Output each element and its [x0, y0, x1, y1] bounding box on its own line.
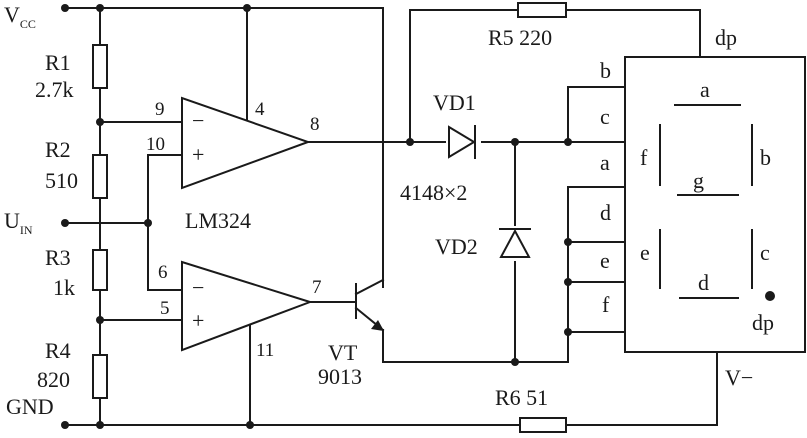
gnd-label: GND: [6, 394, 54, 419]
vcc-label: VCC: [4, 2, 36, 31]
pin-11-label: 11: [256, 340, 274, 361]
r3-value: 1k: [53, 275, 75, 300]
vd2-label: VD2: [435, 234, 478, 259]
vt-part: 9013: [318, 364, 362, 389]
vd1-label: VD1: [433, 90, 476, 115]
opamp-lower-plus: +: [192, 308, 204, 333]
transistor-vt: [354, 278, 385, 332]
segment-bus: [567, 186, 626, 333]
b-pin-wire: [567, 86, 626, 143]
junction-dot: [564, 138, 572, 146]
r3-name: R3: [45, 245, 71, 270]
junction-dot: [511, 358, 519, 366]
vd2-triangle: [499, 228, 531, 258]
segment-a-label: a: [700, 77, 710, 102]
labels: VCC UIN GND R1 2.7k R2 510 R3 1k R4 820 …: [4, 2, 774, 419]
seven-segment-display: [624, 56, 806, 353]
wires: [64, 7, 718, 426]
vd2-symbol: [499, 228, 531, 258]
segment-f-label: f: [640, 145, 648, 170]
r1-name: R1: [45, 50, 71, 75]
r4-value: 820: [37, 367, 70, 392]
r5-label: R5 220: [488, 25, 552, 50]
diode-part-label: 4148×2: [400, 180, 467, 205]
pin-10-label: 10: [146, 134, 165, 155]
opamp-part-label: LM324: [185, 208, 251, 233]
vd1-symbol: [448, 125, 476, 159]
pin-5-label: 5: [160, 298, 170, 319]
junction-dot: [406, 138, 414, 146]
r2-value: 510: [45, 168, 78, 193]
opamp-lower: [181, 260, 314, 352]
segment-e-label: e: [640, 240, 650, 265]
f-pin-label: f: [602, 292, 610, 317]
junction-dot: [96, 316, 104, 324]
r6-body: [519, 417, 567, 433]
junction-dot: [96, 421, 104, 429]
terminal-dot: [61, 219, 69, 227]
d-pin-label: d: [600, 200, 611, 225]
display-segments: [659, 104, 775, 301]
a-pin-label: a: [600, 150, 610, 175]
junction-dot: [511, 138, 519, 146]
uin-label: UIN: [4, 208, 33, 237]
r5-body: [517, 2, 567, 18]
segment-c-label: c: [760, 240, 770, 265]
vcc-rail: [64, 7, 384, 288]
r6-label: R6 51: [495, 385, 548, 410]
vt-emitter-arrow: [371, 320, 384, 331]
r1-value: 2.7k: [35, 77, 74, 102]
uin-wire: [64, 154, 183, 291]
terminal-dot: [61, 4, 69, 12]
pin-9-label: 9: [155, 99, 165, 120]
junction-dot: [564, 238, 572, 246]
r4-body: [92, 354, 108, 399]
junction-dot: [96, 4, 104, 12]
junctions: [61, 4, 572, 429]
pin-4-label: 4: [255, 99, 265, 120]
junction-dot: [96, 118, 104, 126]
segment-b-label: b: [760, 145, 771, 170]
segment-dp-label: dp: [752, 310, 774, 335]
gnd-rail: [64, 351, 718, 426]
segment-g-label: g: [693, 168, 704, 193]
opamp-upper-plus: +: [192, 142, 204, 167]
junction-dot: [564, 328, 572, 336]
segment-dp-dot: [765, 291, 775, 301]
terminal-dot: [61, 421, 69, 429]
vminus-label: V−: [725, 365, 753, 390]
junction-dot: [246, 421, 254, 429]
dp-pin-label: dp: [715, 25, 737, 50]
vd1-triangle: [448, 125, 476, 159]
vt-name: VT: [328, 340, 358, 365]
e-pin-label: e: [600, 248, 610, 273]
r2-name: R2: [45, 137, 71, 162]
pin-8-label: 8: [310, 114, 320, 135]
junction-dot: [144, 219, 152, 227]
opamp-lower-minus: −: [192, 275, 204, 300]
junction-dot: [564, 278, 572, 286]
emitter-wire: [382, 329, 626, 363]
r2-body: [92, 154, 108, 199]
segment-d-label: d: [698, 270, 709, 295]
resistor-bodies: [92, 2, 567, 433]
b-pin-label: b: [600, 58, 611, 83]
r5-wire: [409, 9, 701, 143]
opamp-upper: [181, 96, 311, 190]
r1-body: [92, 44, 108, 89]
opamp-upper-minus: −: [192, 108, 204, 133]
r3-body: [92, 249, 108, 291]
pin-6-label: 6: [158, 262, 168, 283]
junction-dot: [243, 4, 251, 12]
c-pin-label: c: [600, 104, 610, 129]
pin-7-label: 7: [312, 277, 322, 298]
vt-collector: [354, 278, 385, 296]
r4-name: R4: [45, 338, 71, 363]
